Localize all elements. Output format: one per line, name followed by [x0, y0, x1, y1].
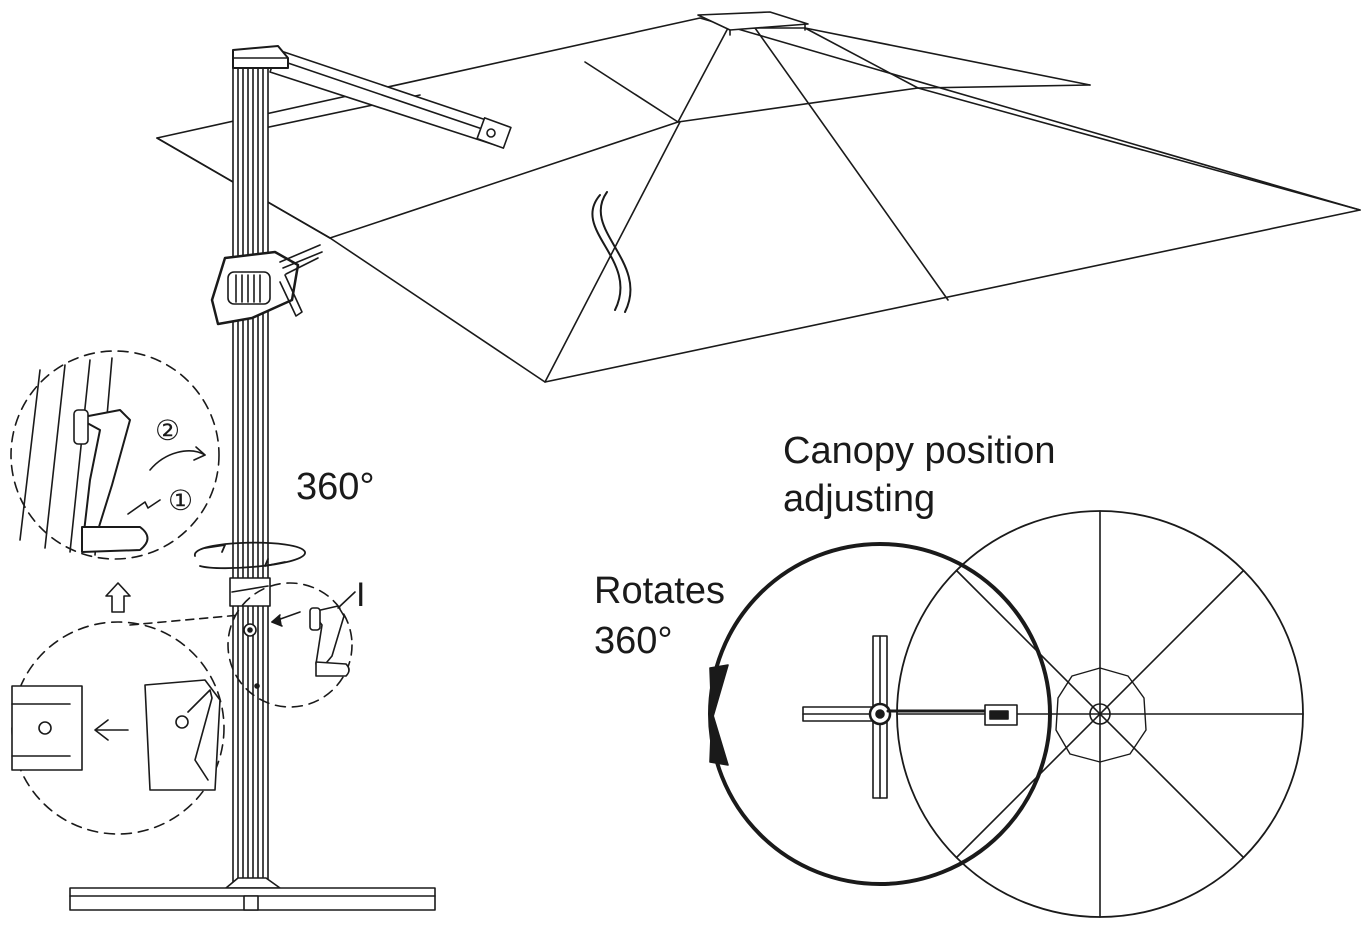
detail-callout-pole	[227, 582, 353, 708]
part-marker-label: I	[356, 576, 366, 614]
base-closeup	[11, 679, 221, 791]
pole-rotation-label: 360°	[296, 466, 375, 508]
canopy-title-line2: adjusting	[783, 478, 936, 520]
canopy-illustration	[156, 11, 1361, 383]
crank-handle	[210, 244, 323, 326]
crank-closeup	[19, 357, 206, 556]
rotates-label-line1: Rotates	[594, 570, 725, 612]
up-arrow	[105, 582, 131, 613]
umbrella-pole	[69, 45, 436, 911]
callout-connectors	[129, 614, 241, 626]
step-two-marker: ②	[155, 414, 180, 447]
pole-rotation-arrow	[194, 541, 306, 570]
detail-callout-top	[10, 350, 220, 560]
canopy-position-diagram	[708, 510, 1304, 918]
step-one-marker: ①	[168, 484, 193, 517]
rotates-label-line2: 360°	[594, 620, 673, 662]
crank-part-small	[271, 591, 356, 677]
canopy-title-line1: Canopy position	[783, 430, 1056, 472]
